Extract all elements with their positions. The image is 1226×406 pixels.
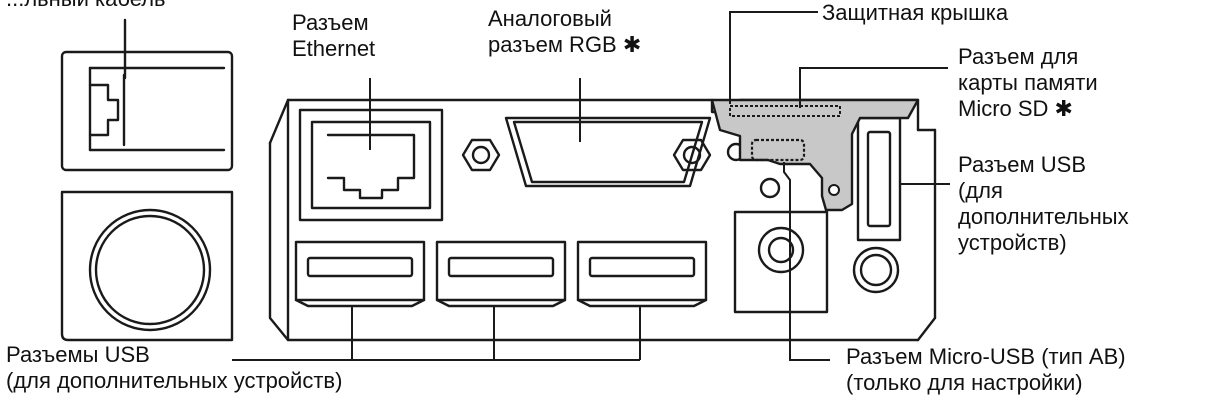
- leader-lines: [232, 11, 950, 361]
- label-micro-usb: Разъем Micro-USB (тип AB) (только для на…: [846, 344, 1126, 395]
- led-indicator-2: [759, 177, 781, 199]
- small-round-port: [852, 246, 900, 294]
- label-usb-right: Разъем USB (для дополнительных устройств…: [958, 152, 1129, 255]
- small-round-port-inner: [859, 253, 893, 287]
- label-ethernet: Разъем Ethernet: [292, 10, 376, 61]
- usb-port-right: [856, 116, 902, 242]
- label-top-left-cut: ...льный кабель: [6, 0, 166, 12]
- usb-port-3: [576, 240, 708, 308]
- label-usb-bottom: Разъемы USB (для дополнительных устройст…: [6, 342, 343, 393]
- label-cover: Защитная крышка: [822, 0, 1009, 25]
- protective-cover: [710, 98, 920, 212]
- usb-port-1: [294, 240, 426, 308]
- power-jack: [733, 210, 829, 314]
- power-button: [60, 190, 234, 342]
- rgb-port: [461, 116, 712, 188]
- usb-port-2: [435, 240, 567, 308]
- label-microsd: Разъем для карты памяти Micro SD ✱: [958, 44, 1098, 121]
- modular-jack: [60, 50, 234, 172]
- label-rgb: Аналоговый разъем RGB ✱: [488, 6, 642, 57]
